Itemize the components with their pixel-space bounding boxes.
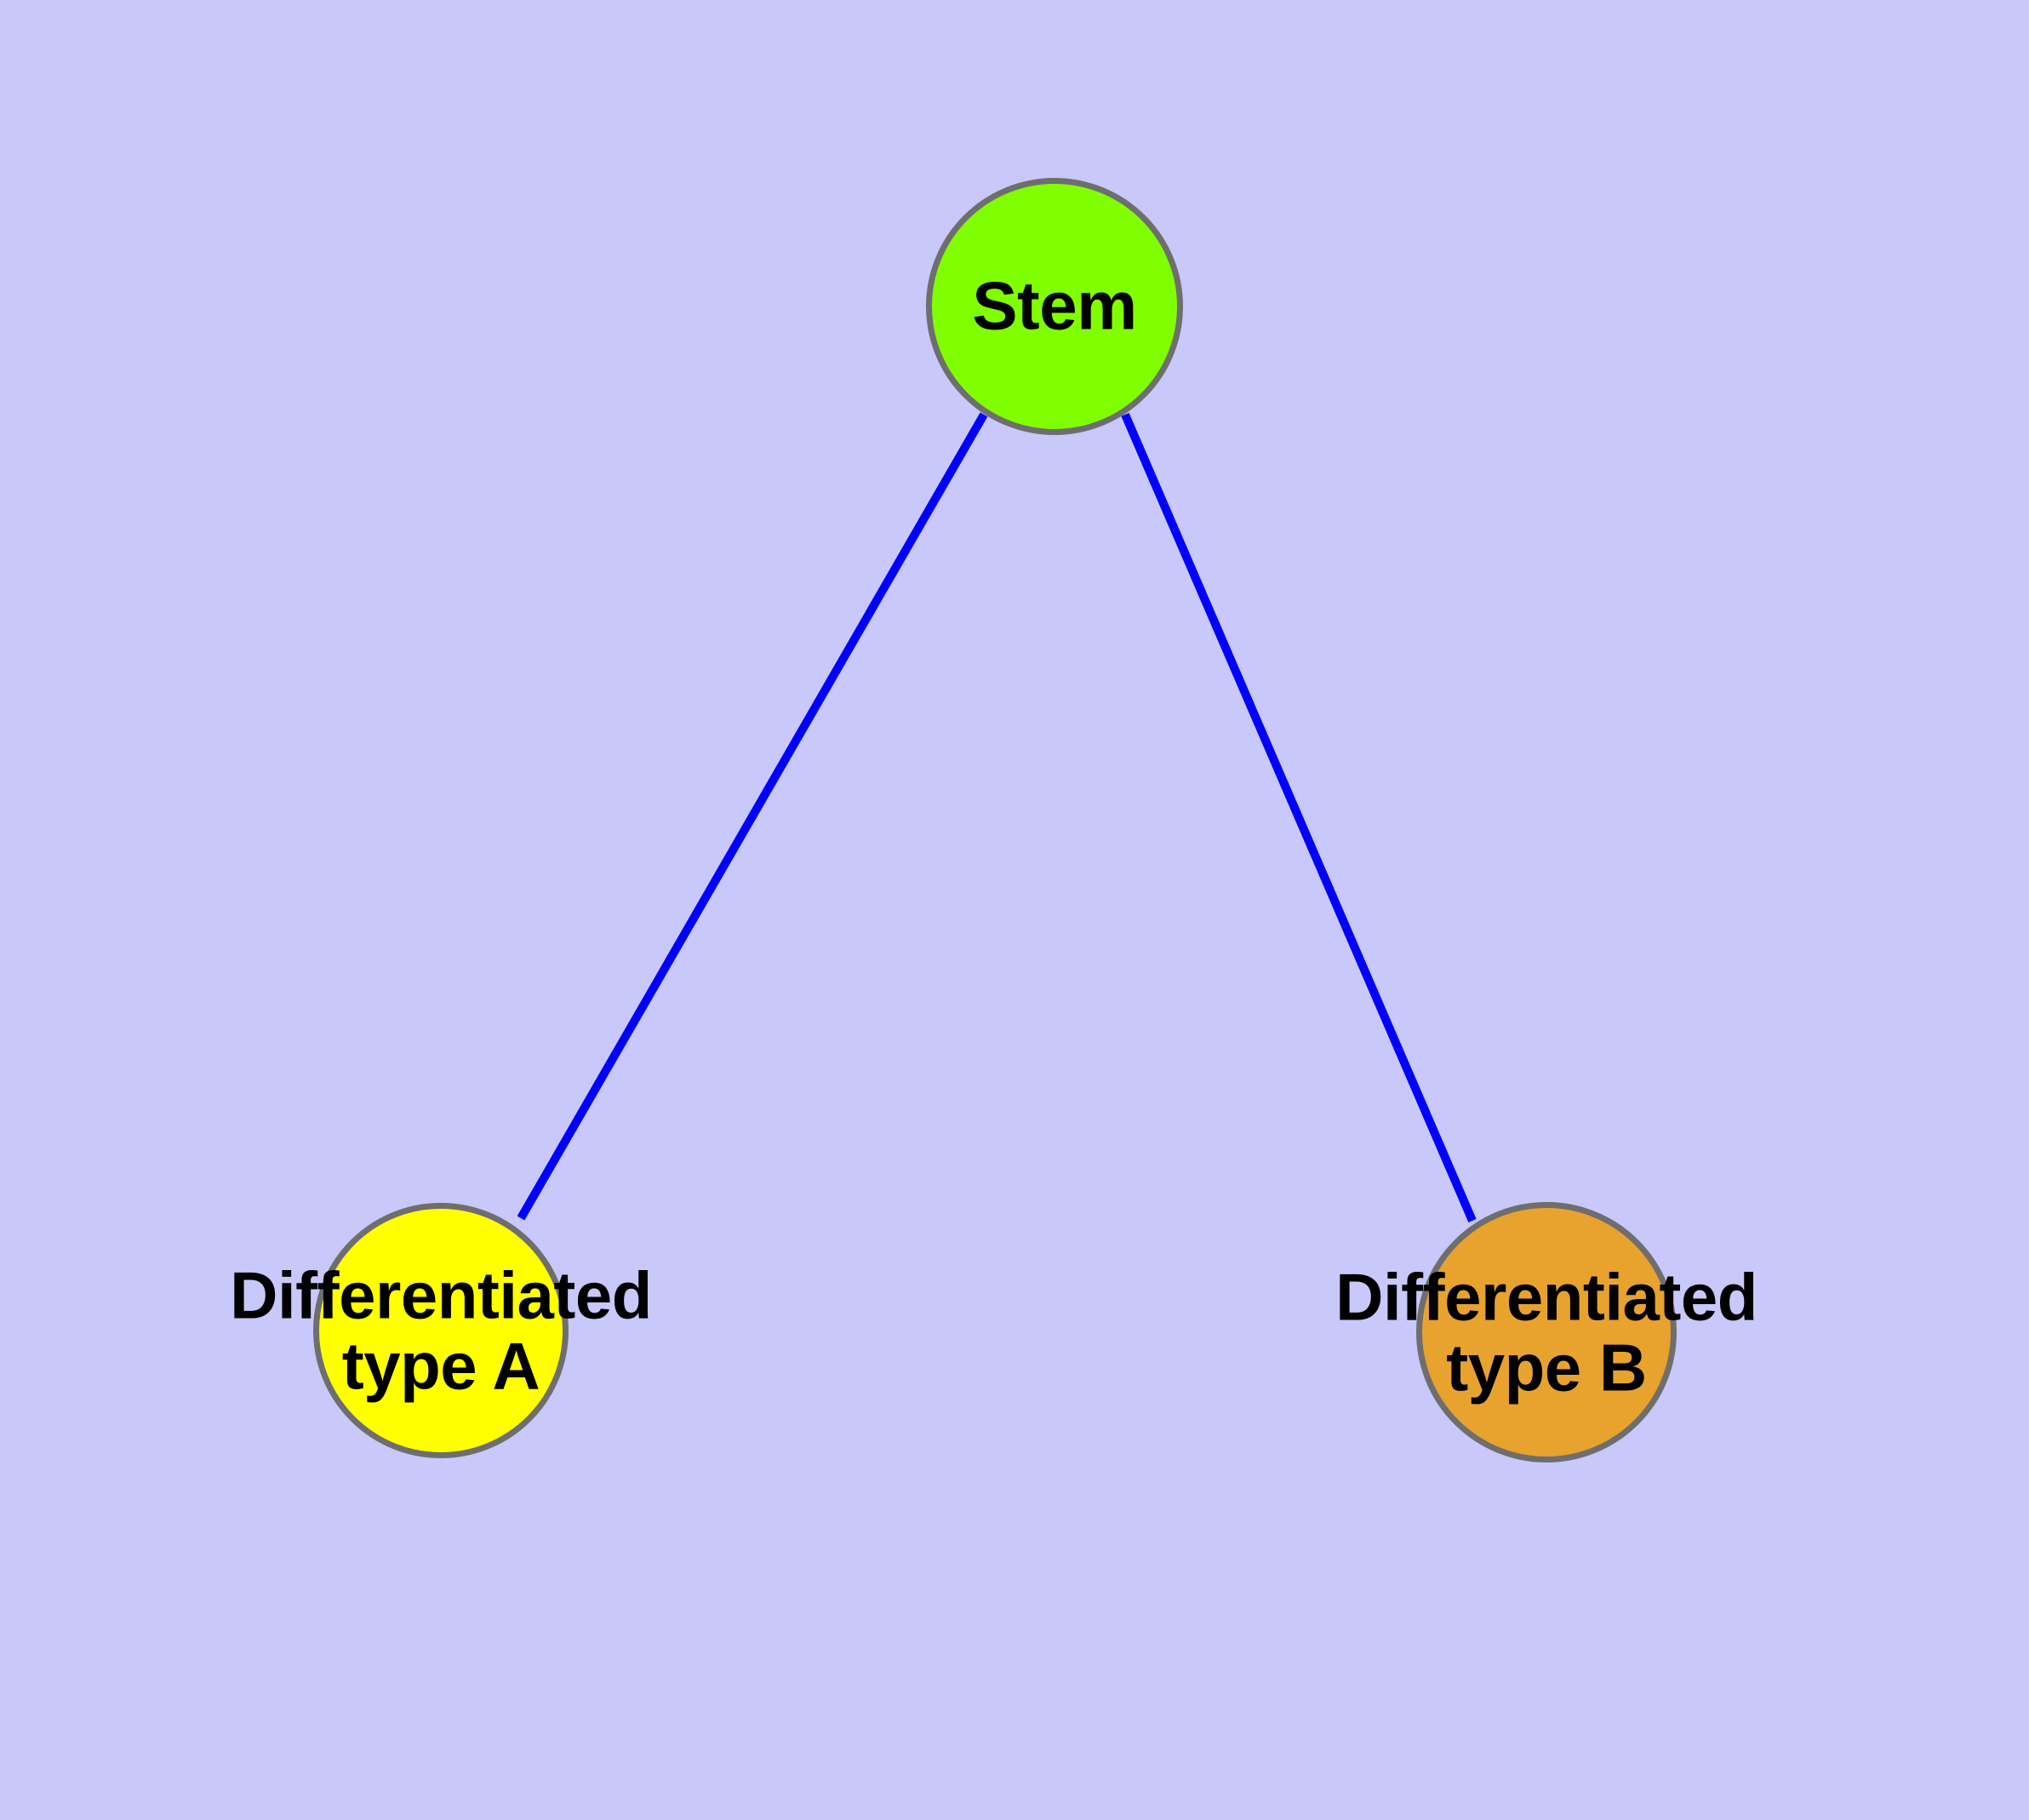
node-differentiated-type-a[interactable] xyxy=(313,1203,569,1458)
edge-stem-to-diff-a xyxy=(517,412,988,1221)
node-stem[interactable] xyxy=(926,178,1183,435)
node-differentiated-type-b[interactable] xyxy=(1416,1202,1677,1462)
edge-stem-to-diff-b xyxy=(1121,413,1477,1222)
